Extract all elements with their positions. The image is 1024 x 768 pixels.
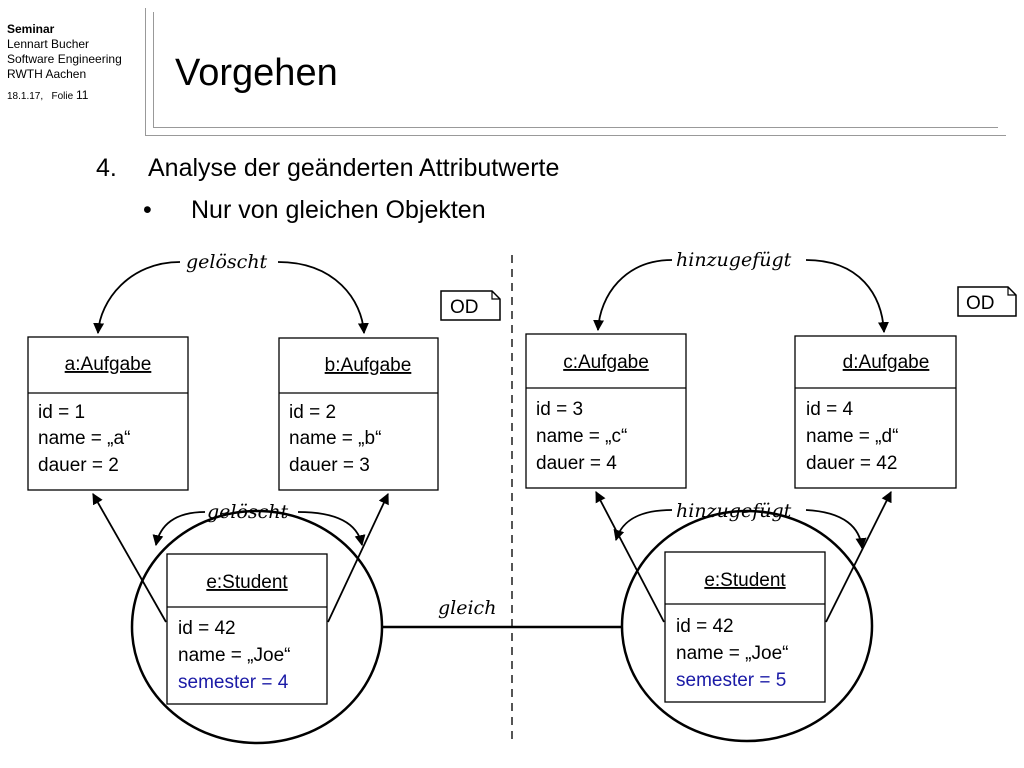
arrow-student-right-to-c	[595, 491, 665, 623]
object-d-attr-dauer: dauer = 42	[806, 453, 897, 474]
page-title: Vorgehen	[175, 52, 338, 94]
arrow-deleted-to-a	[93, 261, 181, 335]
label-equal: gleich	[438, 597, 496, 619]
sub-bullet-dot: •	[143, 196, 152, 224]
bullet-point: 4. Analyse der geänderten Attributwerte	[96, 152, 559, 184]
object-d-name: d:Aufgabe	[843, 352, 930, 373]
object-c-attr-name: name = „c“	[536, 426, 627, 447]
bullet-text: Analyse der geänderten Attributwerte	[148, 154, 560, 182]
arrow-added-bottom-right	[805, 509, 867, 550]
object-d-aufgabe: d:Aufgabe id = 4 name = „d“ dauer = 42	[794, 335, 957, 489]
object-e-left-attr-id: id = 42	[178, 618, 236, 639]
sub-bullet-text: Nur von gleichen Objekten	[191, 196, 486, 224]
object-b-attr-name: name = „b“	[289, 428, 381, 449]
meta-date-line: 18.1.17, Folie 11	[7, 88, 122, 104]
object-d-attr-id: id = 4	[806, 399, 853, 420]
header-divider-horizontal	[153, 127, 998, 128]
object-e-student-left: e:Student id = 42 name = „Joe“ semester …	[166, 553, 328, 705]
object-e-left-attr-semester: semester = 4	[178, 672, 289, 693]
object-a-attr-id: id = 1	[38, 402, 85, 423]
od-label-left: OD	[450, 297, 479, 318]
od-badge-right: OD	[957, 286, 1017, 317]
label-deleted-top: gelöscht	[186, 251, 268, 273]
arrow-added-to-d	[805, 259, 889, 334]
meta-department: Software Engineering	[7, 52, 122, 66]
slide-meta: Seminar Lennart Bucher Software Engineer…	[7, 22, 122, 104]
object-e-right-name: e:Student	[704, 570, 786, 591]
meta-university: RWTH Aachen	[7, 67, 87, 81]
object-e-left-attr-name: name = „Joe“	[178, 645, 290, 666]
object-a-attr-dauer: dauer = 2	[38, 455, 119, 476]
meta-folie-label: Folie	[51, 91, 74, 102]
header-divider-horizontal-outer	[145, 135, 1006, 136]
label-added-top: hinzugefügt	[676, 249, 792, 271]
object-b-aufgabe: b:Aufgabe id = 2 name = „b“ dauer = 3	[278, 337, 439, 491]
object-d-attr-name: name = „d“	[806, 426, 898, 447]
object-b-attr-dauer: dauer = 3	[289, 455, 370, 476]
object-b-attr-id: id = 2	[289, 402, 336, 423]
meta-folie-number: 11	[75, 88, 89, 102]
object-e-student-right: e:Student id = 42 name = „Joe“ semester …	[664, 551, 826, 703]
label-added-bottom: hinzugefügt	[676, 500, 792, 522]
meta-date: 18.1.17,	[7, 91, 44, 102]
bullet-number: 4.	[96, 154, 117, 182]
arrow-deleted-bottom-left	[152, 511, 206, 547]
object-a-attr-name: name = „a“	[38, 428, 130, 449]
label-deleted-bottom: gelöscht	[207, 501, 289, 523]
arrow-student-right-to-d	[825, 491, 892, 623]
meta-author: Lennart Bucher	[7, 37, 90, 51]
arrow-student-left-to-a	[92, 493, 167, 623]
arrow-student-left-to-b	[327, 493, 389, 623]
object-c-attr-id: id = 3	[536, 399, 583, 420]
sub-bullet-point: • Nur von gleichen Objekten	[143, 194, 486, 226]
header-divider-vertical	[145, 8, 146, 136]
od-badge-left: OD	[440, 290, 501, 321]
object-c-attr-dauer: dauer = 4	[536, 453, 617, 474]
arrow-added-to-c	[593, 259, 673, 332]
header-divider-vertical-inner	[153, 12, 154, 128]
arrow-added-bottom-left	[613, 509, 673, 542]
object-e-left-name: e:Student	[206, 572, 288, 593]
arrow-deleted-to-b	[277, 261, 369, 335]
object-e-right-attr-semester: semester = 5	[676, 670, 786, 691]
od-label-right: OD	[966, 293, 995, 314]
object-a-aufgabe: a:Aufgabe id = 1 name = „a“ dauer = 2	[27, 336, 189, 491]
object-e-right-attr-id: id = 42	[676, 616, 734, 637]
meta-seminar: Seminar	[7, 22, 55, 36]
object-c-name: c:Aufgabe	[563, 352, 649, 373]
object-e-right-attr-name: name = „Joe“	[676, 643, 788, 664]
arrow-deleted-bottom-right	[297, 511, 366, 547]
object-a-name: a:Aufgabe	[65, 354, 152, 375]
object-c-aufgabe: c:Aufgabe id = 3 name = „c“ dauer = 4	[525, 333, 687, 489]
object-b-name: b:Aufgabe	[325, 355, 412, 376]
